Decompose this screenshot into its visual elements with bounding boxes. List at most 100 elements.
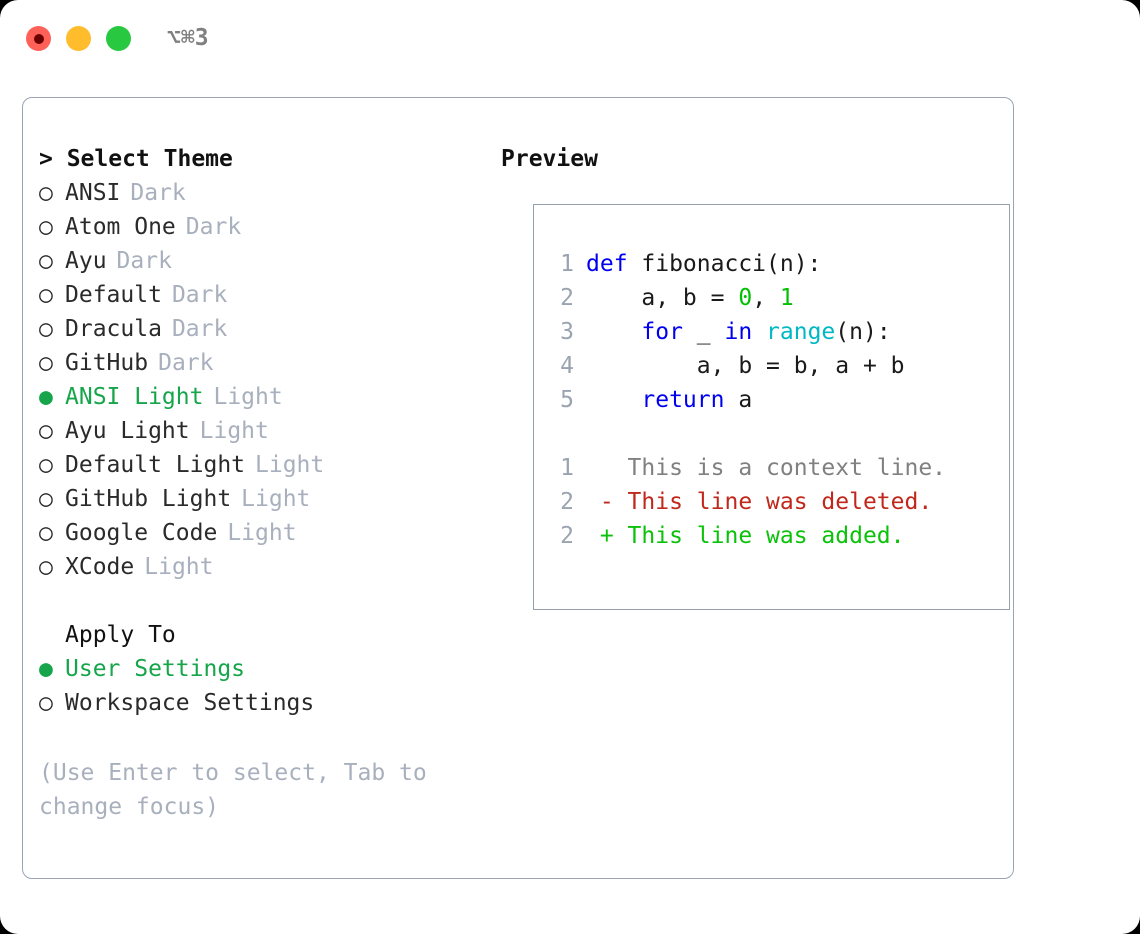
theme-option-ayu-light[interactable]: ○ Ayu Light Light [39,414,479,448]
apply-to-option-user-settings[interactable]: ● User Settings [39,652,479,686]
apply-to-option-workspace-settings[interactable]: ○Workspace Settings [39,686,479,720]
theme-option-github[interactable]: ○ GitHub Dark [39,346,479,380]
radio-unselected-icon: ○ [39,282,53,308]
diff-line: 1 This is a context line. [548,451,946,485]
theme-name-label: Dracula [65,316,162,342]
radio-unselected-icon: ○ [39,690,53,716]
code-token: 1 [779,285,794,311]
minimize-button[interactable] [66,26,91,51]
line-number: 5 [560,387,574,413]
theme-kind-label: Light [227,520,297,546]
line-number: 1 [560,455,574,481]
line-number: 1 [560,251,574,277]
code-line: 1 def fibonacci(n): [548,247,946,281]
radio-selected-icon: ● [39,384,53,410]
theme-name-label: GitHub Light [65,486,232,512]
maximize-button[interactable] [106,26,131,51]
code-token [586,319,641,345]
theme-name-label: Default Light [65,452,246,478]
close-button[interactable] [26,26,51,51]
code-line-content: for _ in range(n): [586,315,891,349]
code-token: + This line was added. [586,523,905,549]
select-theme-header: > Select Theme [39,146,233,172]
radio-unselected-icon: ○ [39,452,53,478]
code-token: (n): [835,319,891,345]
code-token: , [752,285,780,311]
theme-kind-label: Light [241,486,311,512]
code-token: for [641,319,683,345]
code-token: _ [682,319,725,345]
radio-unselected-icon: ○ [39,554,53,580]
theme-name-label: ANSI Light [65,384,204,410]
code-line-content: def fibonacci(n): [586,247,821,281]
keyboard-hint-text: (Use Enter to select, Tab to change focu… [39,760,441,820]
code-token: a [724,387,753,413]
theme-kind-label: Dark [171,316,228,342]
theme-kind-label: Light [255,452,325,478]
code-line: 3 for _ in range(n): [548,315,946,349]
theme-kind-label: Dark [116,248,172,274]
theme-name-label: Google Code [65,520,218,546]
diff-line: 2 + This line was added. [548,519,946,553]
line-number: 2 [560,489,574,515]
line-number: 2 [560,523,574,549]
apply-to-list[interactable]: ● User Settings ○Workspace Settings [39,652,479,720]
code-token: a, b = b, a + b [586,353,905,379]
diff-line: 2 - This line was deleted. [548,485,946,519]
radio-unselected-icon: ○ [39,350,53,376]
code-line: 2 a, b = 0, 1 [548,281,946,315]
code-line-content: - This line was deleted. [586,485,932,519]
apply-to-header: Apply To [65,622,176,648]
radio-unselected-icon: ○ [39,486,53,512]
theme-option-github-light[interactable]: ○ GitHub Light Light [39,482,479,516]
recording-indicator-icon [33,33,44,44]
code-token: range [766,319,836,345]
code-token: 0 [738,285,753,311]
theme-option-default-light[interactable]: ○ Default Light Light [39,448,479,482]
code-blank-line [548,417,946,451]
keyboard-shortcut-label: ⌥⌘3 [167,25,209,51]
code-token: fibonacci(n): [641,251,822,277]
radio-unselected-icon: ○ [39,214,53,240]
code-token [586,387,641,413]
theme-name-label: Ayu Light [65,418,190,444]
theme-kind-label: Light [199,418,269,444]
apply-to-label: User Settings [65,656,246,682]
theme-name-label: ANSI [65,180,121,206]
theme-name-label: Ayu [65,248,107,274]
line-number: 4 [560,353,574,379]
code-line-content: This is a context line. [586,451,947,485]
code-line: 4 a, b = b, a + b [548,349,946,383]
line-number: 3 [560,319,574,345]
code-token: a, b = [586,285,739,311]
radio-unselected-icon: ○ [39,418,53,444]
code-line-content: a, b = 0, 1 [586,281,794,315]
title-bar: ⌥⌘3 [0,0,1140,78]
code-token: in [724,319,753,345]
code-token: This is a context line. [586,455,947,481]
theme-kind-label: Dark [158,350,214,376]
radio-selected-icon: ● [39,656,53,682]
code-token [752,319,766,345]
theme-kind-label: Light [144,554,214,580]
theme-kind-label: Dark [185,214,242,240]
code-line-content: + This line was added. [586,519,905,553]
theme-option-ansi-light[interactable]: ● ANSI Light Light [39,380,479,414]
code-token: return [641,387,725,413]
theme-kind-label: Light [213,384,283,410]
theme-name-label: GitHub [65,350,149,376]
